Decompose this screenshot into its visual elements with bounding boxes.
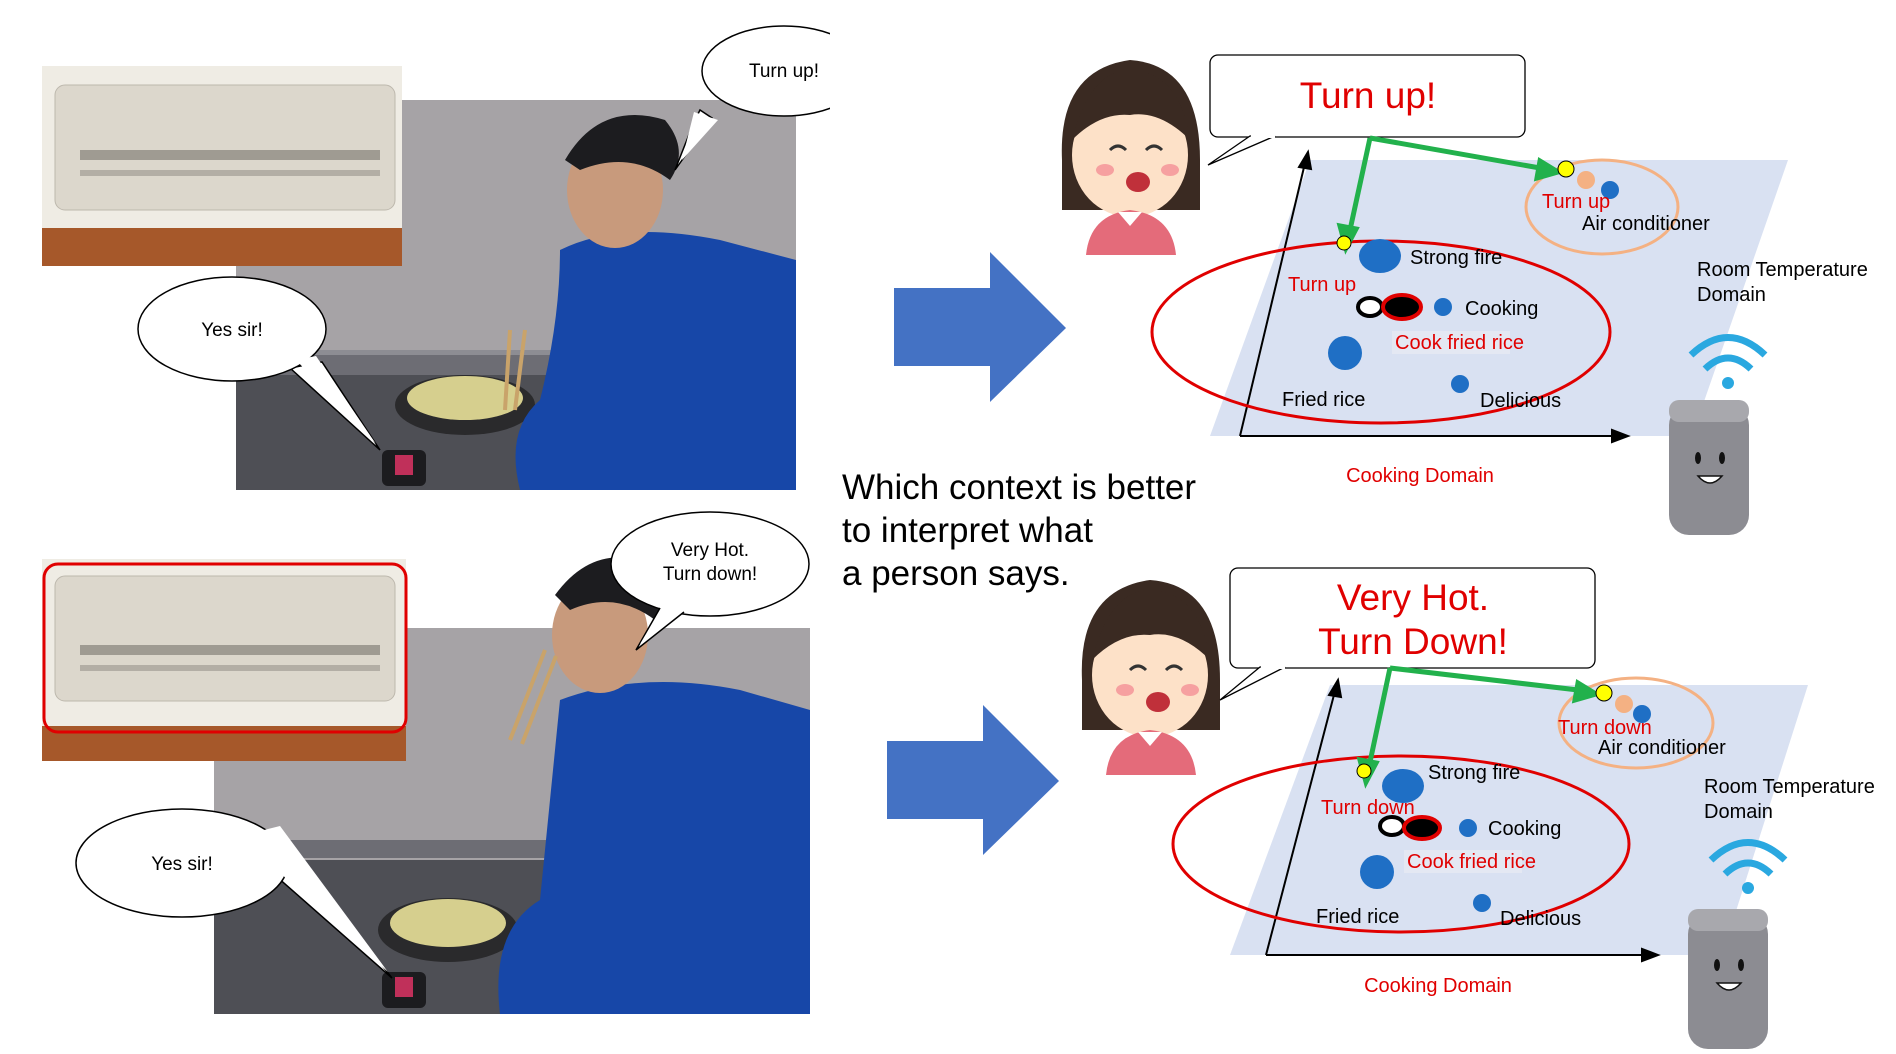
label-delicious: Delicious — [1480, 390, 1561, 412]
fried-rice-dot — [1360, 855, 1394, 889]
question-line-3: a person says. — [842, 554, 1070, 593]
girl-illustration — [1081, 580, 1220, 775]
turn-up-ac-dot — [1557, 160, 1575, 178]
bottom-device-bubble: Yes sir! — [75, 808, 393, 979]
bottom-speech-line2: Turn Down! — [1318, 621, 1508, 662]
top-speech-text: Turn up! — [1300, 75, 1436, 116]
label-room-domain-line1: Room Temperature — [1704, 776, 1875, 798]
top-photo-scene: Turn up! Yes sir! — [42, 25, 830, 490]
label-strong-fire: Strong fire — [1410, 247, 1502, 269]
label-cook-fried-rice: Cook fried rice — [1395, 332, 1524, 354]
label-air-conditioner: Air conditioner — [1598, 737, 1726, 759]
cooking-domain-ellipse — [1171, 754, 1631, 934]
plane-axes — [1265, 677, 1661, 963]
bottom-person-bubble-line1: Very Hot. — [671, 540, 749, 561]
context-question: Which context is better to interpret wha… — [842, 466, 1282, 595]
bottom-person-bubble-line2: Turn down! — [663, 564, 757, 585]
air-conditioner-dot — [1633, 705, 1651, 723]
smart-speaker-illustration — [1688, 839, 1788, 1049]
top-speech-box: Turn up! — [1207, 54, 1526, 166]
label-delicious: Delicious — [1500, 908, 1581, 930]
cooking-dot — [1434, 298, 1452, 316]
smart-speaker-illustration — [1669, 334, 1768, 535]
bottom-speech-box: Very Hot. Turn Down! — [1219, 567, 1596, 701]
label-cook-fried-rice: Cook fried rice — [1407, 851, 1536, 873]
label-room-domain-line2: Domain — [1697, 284, 1766, 306]
bottom-ac-photo — [42, 559, 408, 761]
strong-fire-dot — [1359, 239, 1401, 273]
air-conditioner-dot — [1601, 181, 1619, 199]
girl-illustration — [1061, 60, 1200, 255]
label-cook-command: Turn up — [1288, 274, 1356, 296]
top-person-bubble-text: Turn up! — [749, 61, 819, 82]
ac-nearby-dot — [1615, 695, 1633, 713]
top-flow-arrow — [894, 252, 1066, 402]
cooking-dot — [1459, 819, 1477, 837]
bottom-person-bubble: Very Hot. Turn down! — [610, 511, 810, 651]
top-kitchen-photo — [236, 100, 796, 490]
top-ac-photo — [42, 66, 402, 266]
label-fried-rice: Fried rice — [1316, 906, 1399, 928]
label-air-conditioner: Air conditioner — [1582, 213, 1710, 235]
plane-axes — [1239, 149, 1631, 444]
turn-down-cooking-dot — [1356, 763, 1372, 779]
top-person-bubble: Turn up! — [674, 25, 830, 171]
delicious-dot — [1473, 894, 1491, 912]
question-line-1: Which context is better — [842, 468, 1197, 507]
label-room-domain-line2: Domain — [1704, 801, 1773, 823]
label-cooking-domain: Cooking Domain — [1364, 975, 1512, 997]
bottom-photo-scene: Very Hot. Turn down! Yes sir! — [42, 511, 810, 1014]
cook-fried-rice-dot — [1381, 293, 1423, 321]
cook-fried-rice-dot — [1402, 815, 1442, 841]
bottom-speech-line1: Very Hot. — [1337, 577, 1489, 618]
fried-rice-dot — [1328, 336, 1362, 370]
room-temperature-domain-ellipse — [1557, 676, 1715, 770]
label-cooking: Cooking — [1465, 298, 1538, 320]
label-ac-command: Turn up — [1542, 191, 1610, 213]
ac-nearby-dot — [1577, 171, 1595, 189]
top-semantic-diagram: Turn up! Strong fire Cooking Cook fried … — [1061, 54, 1868, 535]
delicious-dot — [1451, 375, 1469, 393]
room-temperature-domain-ellipse — [1524, 158, 1680, 256]
label-room-domain-line1: Room Temperature — [1697, 259, 1868, 281]
top-device-bubble-text: Yes sir! — [201, 320, 263, 341]
turn-up-cooking-dot — [1336, 235, 1352, 251]
top-device-bubble: Yes sir! — [137, 276, 381, 451]
bottom-flow-arrow — [887, 705, 1059, 855]
label-cooking: Cooking — [1488, 818, 1561, 840]
turn-down-ac-dot — [1595, 684, 1613, 702]
label-strong-fire: Strong fire — [1428, 762, 1520, 784]
context-ring-dot — [1378, 815, 1406, 837]
question-line-2: to interpret what — [842, 511, 1093, 550]
label-cook-command: Turn down — [1321, 797, 1415, 819]
strong-fire-dot — [1382, 769, 1424, 803]
bottom-device-bubble-text: Yes sir! — [151, 854, 213, 875]
label-ac-command: Turn down — [1558, 717, 1652, 739]
ac-highlight-box — [42, 562, 408, 734]
label-cooking-domain: Cooking Domain — [1346, 465, 1494, 487]
bottom-semantic-diagram: Very Hot. Turn Down! Strong fire Cooking… — [1081, 567, 1875, 1049]
label-fried-rice: Fried rice — [1282, 389, 1365, 411]
context-ring-dot — [1356, 296, 1384, 318]
